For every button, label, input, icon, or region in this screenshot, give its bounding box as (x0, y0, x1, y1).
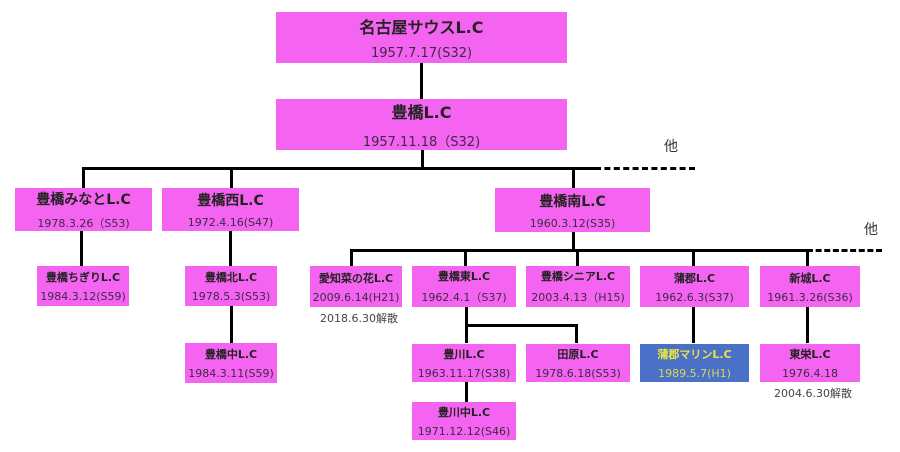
connector-line (806, 307, 809, 343)
club-date: 1957.11.18（S32) (362, 135, 481, 150)
connector-line (464, 249, 467, 266)
club-node-shinshiro[interactable]: 新城L.C 1961.3.26(S36) (760, 266, 860, 307)
club-date: 1984.3.11(S59) (188, 367, 274, 380)
connector-line (421, 150, 424, 168)
club-node-gamagori-marine[interactable]: 蒲郡マリンL.C 1989.5.7(H1) (640, 344, 749, 382)
others-label: 他 (664, 139, 678, 155)
club-date: 1978.5.3(S53) (191, 290, 271, 303)
club-node-toyohashi-minami[interactable]: 豊橋南L.C 1960.3.12(S35) (495, 188, 650, 232)
club-name: 豊橋西L.C (197, 193, 264, 209)
club-node-touei[interactable]: 東栄L.C 1976.4.18 (760, 344, 860, 382)
club-name: 豊橋南L.C (539, 193, 606, 210)
club-name: 豊橋中L.C (204, 348, 258, 361)
connector-line (80, 231, 83, 266)
club-name: 豊橋L.C (391, 103, 452, 122)
connector-line (572, 167, 575, 188)
club-date: 1960.3.12(S35) (529, 216, 616, 230)
club-name: 豊橋ちぎりL.C (45, 271, 121, 284)
club-date: 1971.12.12(S46) (417, 425, 511, 438)
club-node-toyohashi-senior[interactable]: 豊橋シニアL.C 2003.4.13（H15) (526, 266, 630, 307)
club-node-toyohashi-higashi[interactable]: 豊橋東L.C 1962.4.1（S37) (412, 266, 516, 307)
connector-line (420, 62, 423, 99)
club-date: 2003.4.13（H15) (531, 291, 625, 304)
club-node-toyohashi-minato[interactable]: 豊橋みなとL.C 1978.3.26（S53) (15, 188, 152, 231)
club-date: 1972.4.16(S47) (187, 216, 274, 229)
club-name: 豊川中L.C (437, 406, 491, 419)
club-date: 1989.5.7(H1) (658, 367, 731, 380)
club-name: 名古屋サウスL.C (359, 18, 484, 37)
connector-line (350, 249, 353, 266)
connector-line (465, 382, 468, 402)
club-date: 1957.7.17(S32) (370, 46, 473, 61)
club-node-toyokawa[interactable]: 豊川L.C 1963.11.17(S38) (412, 344, 516, 382)
connector-line (692, 249, 695, 266)
club-node-nagoya-south[interactable]: 名古屋サウスL.C 1957.7.17(S32) (276, 12, 567, 63)
disbanded-note: 2004.6.30解散 (774, 387, 852, 400)
club-name: 豊橋東L.C (437, 270, 491, 283)
club-name: 豊橋北L.C (204, 271, 258, 284)
club-date: 1962.6.3(S37) (655, 290, 734, 304)
connector-line (82, 167, 85, 188)
club-node-toyohashi[interactable]: 豊橋L.C 1957.11.18（S32) (276, 99, 567, 150)
connector-line (576, 249, 579, 266)
club-date: 1978.3.26（S53) (37, 216, 130, 230)
club-name: 豊橋みなとL.C (36, 191, 131, 208)
club-name: 愛知菜の花L.C (318, 271, 394, 285)
connector-line (575, 324, 578, 343)
club-date: 1976.4.18 (782, 367, 838, 380)
connector-line (82, 167, 595, 170)
club-name: 蒲郡マリンL.C (657, 348, 732, 361)
club-name: 田原L.C (557, 348, 599, 361)
club-name: 東栄L.C (789, 348, 831, 361)
disbanded-note: 2018.6.30解散 (320, 312, 398, 325)
connector-line (229, 231, 232, 266)
connector-line (692, 307, 695, 343)
club-name: 蒲郡L.C (673, 271, 716, 285)
club-node-aichi-nanohana[interactable]: 愛知菜の花L.C 2009.6.14(H21) (310, 266, 402, 307)
club-node-tahara[interactable]: 田原L.C 1978.6.18(S53) (526, 344, 630, 382)
continuation-dash (807, 249, 882, 252)
club-name: 豊橋シニアL.C (540, 270, 616, 283)
club-name: 新城L.C (789, 271, 831, 285)
connector-line (806, 249, 809, 266)
club-name: 豊川L.C (443, 348, 485, 361)
others-label: 他 (864, 222, 878, 238)
connector-line (230, 167, 233, 188)
club-date: 1962.4.1（S37) (421, 291, 507, 304)
club-date: 1961.3.26(S36) (767, 290, 853, 304)
club-date: 2009.6.14(H21) (312, 290, 400, 304)
club-node-gamagori[interactable]: 蒲郡L.C 1962.6.3(S37) (640, 266, 749, 307)
continuation-dash (595, 167, 695, 170)
connector-line (230, 306, 233, 343)
club-node-toyohashi-nishi[interactable]: 豊橋西L.C 1972.4.16(S47) (162, 188, 299, 231)
connector-line (465, 324, 577, 327)
club-date: 1978.6.18(S53) (535, 367, 621, 380)
club-node-toyohashi-kita[interactable]: 豊橋北L.C 1978.5.3(S53) (185, 266, 277, 306)
club-date: 1984.3.12(S59) (40, 290, 126, 303)
club-node-toyokawa-naka[interactable]: 豊川中L.C 1971.12.12(S46) (412, 402, 516, 440)
club-node-toyohashi-naka[interactable]: 豊橋中L.C 1984.3.11(S59) (185, 343, 277, 383)
club-node-toyohashi-chigiri[interactable]: 豊橋ちぎりL.C 1984.3.12(S59) (37, 266, 129, 306)
club-date: 1963.11.17(S38) (417, 367, 511, 380)
connector-line (572, 232, 575, 250)
